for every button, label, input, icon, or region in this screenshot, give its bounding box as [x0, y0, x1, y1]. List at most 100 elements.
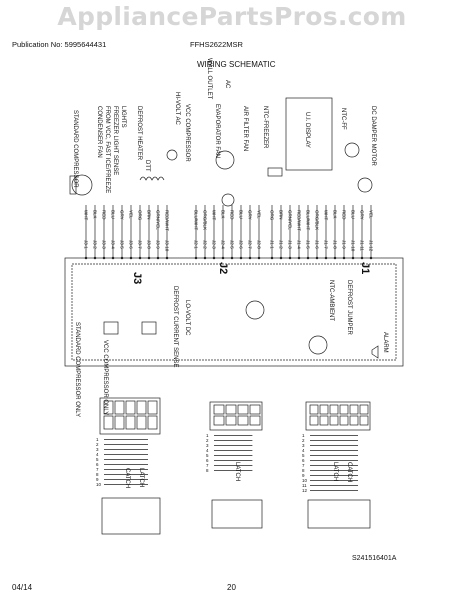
j2-plug-outline [209, 401, 263, 529]
wire-node [147, 256, 151, 260]
page-number: 20 [227, 583, 236, 592]
plug-cell [114, 400, 125, 415]
pin-label: J3-8 [147, 240, 152, 249]
wire-node [156, 256, 160, 260]
defrost-jumper-label: DEFROST JUMPER [346, 280, 352, 336]
plug-cell [359, 415, 369, 426]
wire-color-label: RED [342, 210, 347, 220]
dc-damper-label: DC DAMPER MOTOR [370, 106, 376, 167]
ntc-ambient-icon [308, 335, 328, 355]
plug-number: 10 [302, 478, 308, 483]
plug-cell [125, 415, 136, 430]
plug-cell [125, 400, 136, 415]
plug-cell [249, 415, 261, 426]
wall-outlet-label: WALL OUTLET [206, 58, 212, 100]
ntc-freezer-icon [267, 167, 283, 177]
plug-cell [359, 404, 369, 415]
plug-number: 3 [206, 443, 209, 448]
wire-node [315, 256, 319, 260]
compressor-icon [71, 174, 93, 196]
wire-node [138, 256, 142, 260]
wire-color-label: RED/WHT [165, 210, 170, 231]
j2-transistor-icon [245, 300, 265, 320]
pin-label: J2-7 [248, 240, 253, 249]
plug-number: 4 [302, 448, 305, 453]
pin-label: J1-3 [288, 240, 293, 249]
plug-number: 3 [302, 443, 305, 448]
pin-label: J3-7 [138, 240, 143, 249]
wire-color-label: ORG/BLK [315, 210, 320, 230]
plug-cell [225, 415, 237, 426]
plug-cell [329, 415, 339, 426]
plug-cell [309, 404, 319, 415]
plug-number: 6 [96, 462, 99, 467]
page-title: WIRING SCHEMATIC [197, 60, 276, 69]
wire-color-label: RED/WHT [297, 210, 302, 231]
wire-color-label: BRN [279, 210, 284, 220]
j2-label: J2 [217, 262, 229, 274]
wire-color-label: YEL [257, 210, 262, 219]
lo-volt-label: LO-VOLT DC [184, 300, 190, 336]
plug-number: 5 [302, 453, 305, 458]
relay-icon [103, 321, 119, 335]
pin-label: J1-4 [297, 240, 302, 249]
pin-label: J2-5 [230, 240, 235, 249]
watermark: AppliancePartsPros.com [57, 2, 407, 31]
alarm-speaker-icon [371, 345, 379, 359]
wire-color-label: BLU [351, 210, 356, 219]
wire-node [297, 256, 301, 260]
wire-node [324, 256, 328, 260]
ui-display-box [285, 97, 333, 171]
wire-color-label: RED [230, 210, 235, 220]
vcc-comp-only-label: VCC COMPRESSOR ONLY [102, 340, 108, 415]
plug-number: 2 [206, 438, 209, 443]
plug-cell [329, 404, 339, 415]
pin-label: J3-6 [129, 240, 134, 249]
wire-color-label: BLU [239, 210, 244, 219]
plug-number: 2 [302, 438, 305, 443]
pin-label: J2-6 [239, 240, 244, 249]
plug-number: 6 [206, 458, 209, 463]
plug-number: 4 [96, 452, 99, 457]
plug-number: 12 [302, 488, 308, 493]
plug-cell [339, 404, 349, 415]
ac-label: AC [224, 80, 230, 89]
plug-number: 4 [206, 448, 209, 453]
publication-number: Publication No: 5995644431 [12, 40, 107, 49]
plug-number: 2 [96, 442, 99, 447]
pin-label: J3-1 [84, 240, 89, 249]
freezer-light-label: FREEZER LIGHT SENSE [112, 106, 118, 175]
plug-cell [103, 400, 114, 415]
plug-cell [237, 404, 249, 415]
wire-node [239, 256, 243, 260]
plug-cell [349, 404, 359, 415]
pin-label: J1-1 [270, 240, 275, 249]
pin-label: J3-9 [156, 240, 161, 249]
wire-node [306, 256, 310, 260]
defrost-current-label: DEFROST CURRENT SENSE [172, 286, 178, 367]
pin-label: J3-4 [111, 240, 116, 249]
plug-cell [136, 415, 147, 430]
plug-number: 8 [96, 472, 99, 477]
ntc-ff-label: NTC-FF [340, 108, 346, 130]
plug-number: 6 [302, 458, 305, 463]
plug-cell [147, 415, 158, 430]
pin-label: J2-1 [194, 240, 199, 249]
wire-color-label: WHT [84, 210, 89, 220]
control-board-outline [64, 257, 404, 367]
latch-label-j3: LATCH [138, 468, 144, 487]
wire-node [351, 256, 355, 260]
j3-plug-outline [99, 397, 161, 535]
footer-date: 04/14 [12, 583, 33, 592]
plug-number: 7 [96, 467, 99, 472]
plug-cell [319, 415, 329, 426]
wire-node [120, 256, 124, 260]
wire-node [129, 256, 133, 260]
wire-node [102, 256, 106, 260]
air-filter-label: AIR FILTER FAN [242, 106, 248, 151]
plug-cell [213, 415, 225, 426]
plug-cell [136, 400, 147, 415]
pin-label: J1-5 [306, 240, 311, 249]
condenser-fan-icon [166, 149, 178, 161]
